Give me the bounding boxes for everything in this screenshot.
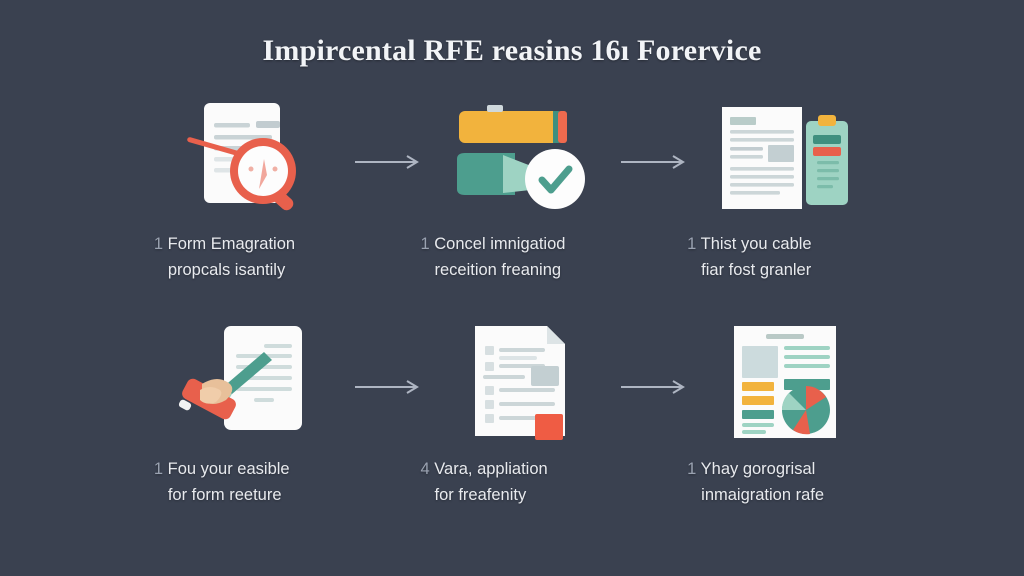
step-line1-2: Concel imnigatiod — [434, 235, 566, 253]
step-caption-1: 1 Form Emagration propcals isantily — [144, 232, 359, 283]
step-line1-5: Vara, appliation — [434, 460, 548, 478]
step-item-4: 1 Fou your easible for form reeture — [118, 321, 419, 546]
step-number-5: 4 — [420, 460, 430, 478]
steps-grid: 1 Form Emagration propcals isantily — [118, 96, 918, 546]
step-line1-6: Yhay gorogrisal — [700, 460, 816, 478]
step-caption-3: 1 Thist you cable fiar fost granler — [677, 232, 892, 283]
step-caption-2: 1 Concel imnigatiod receition freaning — [410, 232, 625, 283]
step-item-6: 1 Yhay gorogrisal inmaigration rafe — [651, 321, 918, 546]
step-number-4: 1 — [153, 460, 164, 478]
step-item-5: 4 Vara, appliation for freafenity — [385, 321, 686, 546]
step-number-3: 1 — [687, 235, 697, 253]
step-caption-6: 1 Yhay gorogrisal inmaigration rafe — [677, 457, 892, 508]
document-magnifier-icon — [171, 96, 331, 216]
step-line2-4: for form reeture — [167, 485, 282, 504]
step-line1-1: Form Emagration — [167, 235, 296, 253]
hand-writing-pen-icon — [171, 321, 331, 441]
step-caption-4: 1 Fou your easible for form reeture — [144, 457, 359, 508]
document-clipboard-icon — [705, 96, 865, 216]
checklist-form-stamp-icon — [438, 321, 598, 441]
step-line2-5: for freafenity — [434, 485, 527, 504]
step-item-1: 1 Form Emagration propcals isantily — [118, 96, 419, 321]
step-caption-5: 4 Vara, appliation for freafenity — [410, 457, 625, 508]
step-line1-4: Fou your easible — [167, 460, 290, 478]
step-line2-2: receition freaning — [434, 260, 562, 279]
step-line2-6: inmaigration rafe — [701, 485, 825, 504]
page-title: Impircental RFE reasins 16ı Forervice — [262, 34, 762, 67]
step-number-1: 1 — [153, 235, 164, 253]
step-line2-1: propcals isantily — [167, 260, 286, 279]
step-number-6: 1 — [687, 460, 697, 478]
report-piechart-icon — [705, 321, 865, 441]
step-line2-3: fiar fost granler — [701, 260, 812, 279]
step-item-3: 1 Thist you cable fiar fost granler — [651, 96, 918, 321]
highlighter-check-icon — [438, 96, 598, 216]
step-line1-3: Thist you cable — [700, 235, 812, 253]
step-item-2: 1 Concel imnigatiod receition freaning — [385, 96, 686, 321]
step-number-2: 1 — [420, 235, 430, 253]
